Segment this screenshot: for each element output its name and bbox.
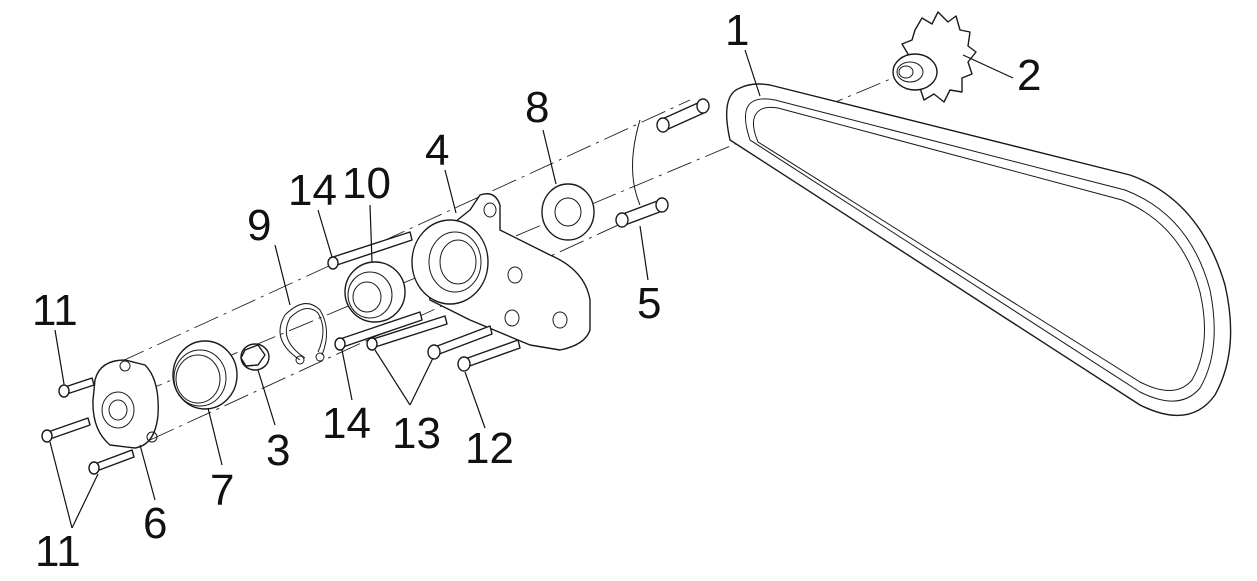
leader-14b — [341, 349, 353, 401]
leader-13-2 — [409, 357, 434, 406]
callout-12: 12 — [465, 424, 514, 473]
centerline-upper — [119, 99, 691, 363]
part-3-nut — [240, 343, 270, 371]
leader-2 — [962, 54, 1014, 79]
part-11-screws — [41, 377, 135, 475]
leader-4 — [444, 169, 457, 214]
leader-lines — [49, 49, 1014, 529]
callout-11-upper: 11 — [32, 286, 78, 335]
part-13-screws — [366, 315, 493, 360]
part-5-pins — [615, 98, 710, 228]
part-12-screw — [457, 339, 521, 372]
leader-11a — [54, 329, 65, 385]
part-8-washer — [541, 183, 595, 241]
part-4-housing — [411, 193, 591, 351]
callout-14-lower: 14 — [322, 399, 371, 448]
callout-6: 6 — [143, 499, 167, 548]
callout-7: 7 — [210, 466, 234, 515]
leader-14a — [317, 209, 333, 258]
part-2-sprocket — [892, 11, 977, 103]
leader-1 — [744, 49, 761, 97]
leader-13-1 — [374, 349, 411, 406]
part-6-cover — [92, 359, 159, 449]
leader-8 — [542, 129, 557, 185]
leader-12 — [464, 371, 486, 429]
leader-10 — [369, 204, 373, 263]
callout-8: 8 — [525, 83, 549, 132]
part-9-snap-ring — [279, 303, 327, 365]
leader-6 — [139, 444, 156, 501]
part-10-bearing — [344, 261, 406, 323]
leader-5 — [639, 225, 649, 281]
callout-11-lower: 11 — [35, 527, 81, 576]
leader-11b-1 — [49, 441, 73, 529]
callout-3: 3 — [266, 426, 290, 475]
callout-9: 9 — [247, 201, 271, 250]
callout-2: 2 — [1017, 51, 1041, 100]
part-7-seal — [172, 340, 238, 410]
callout-5: 5 — [637, 279, 661, 328]
leader-3 — [257, 369, 276, 426]
callout-labels: 1 2 3 4 5 6 7 8 9 10 11 11 12 13 14 14 — [32, 6, 1041, 576]
callout-1: 1 — [725, 6, 749, 55]
callout-13: 13 — [392, 409, 441, 458]
callout-4: 4 — [425, 126, 449, 175]
callout-10: 10 — [342, 159, 391, 208]
leader-7 — [207, 407, 223, 466]
leader-9 — [274, 244, 291, 306]
callout-14-upper: 14 — [288, 166, 337, 215]
part-1-belt — [726, 83, 1232, 417]
leader-11b-2 — [71, 473, 99, 529]
